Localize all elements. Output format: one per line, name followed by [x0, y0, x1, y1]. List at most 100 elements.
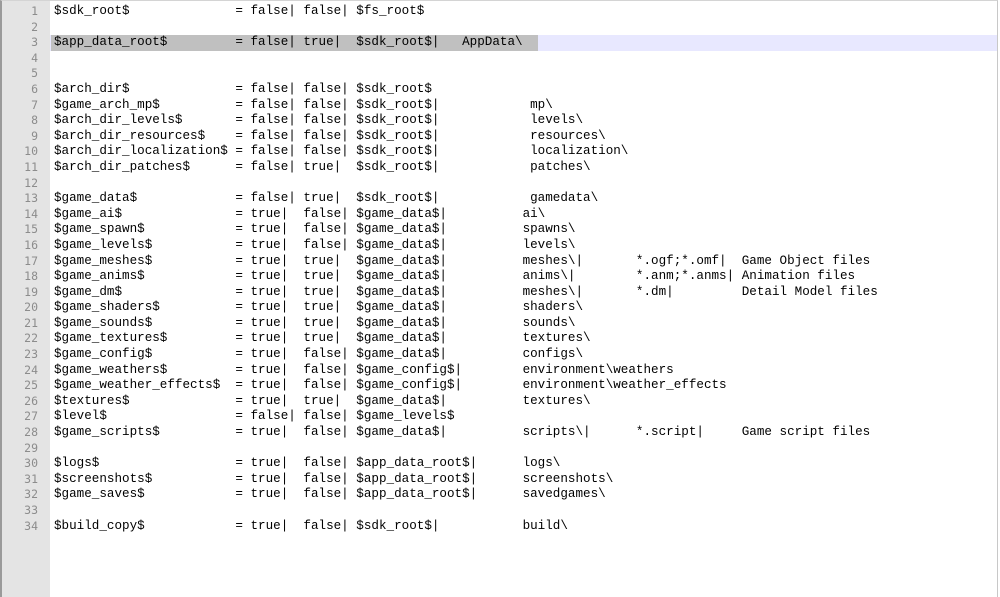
editor-line-33[interactable]: 33 [2, 503, 997, 519]
editor-line-26[interactable]: 26 $textures$ = true| true| $game_data$| … [2, 394, 997, 410]
line-number: 32 [24, 487, 38, 502]
line-text[interactable]: $game_levels$ = true| false| $game_data$… [54, 237, 576, 252]
line-text[interactable]: $sdk_root$ = false| false| $fs_root$ [54, 4, 425, 18]
line-number: 28 [24, 425, 38, 440]
line-number: 20 [24, 300, 38, 315]
line-text[interactable]: $game_config$ = true| false| $game_data$… [54, 347, 584, 362]
line-text[interactable]: $game_arch_mp$ = false| false| $sdk_root… [54, 97, 553, 112]
line-text[interactable]: $build_copy$ = true| false| $sdk_root$| … [54, 518, 568, 533]
editor-line-34[interactable]: 34 $build_copy$ = true| false| $sdk_root$… [2, 519, 997, 535]
editor-line-8[interactable]: 8 $arch_dir_levels$ = false| false| $sdk_… [2, 113, 997, 129]
line-text[interactable]: $game_textures$ = true| true| $game_data… [54, 331, 591, 346]
editor-line-7[interactable]: 7 $game_arch_mp$ = false| false| $sdk_roo… [2, 98, 997, 114]
editor-line-18[interactable]: 18 $game_anims$ = true| true| $game_data$… [2, 269, 997, 285]
editor-line-32[interactable]: 32 $game_saves$ = true| false| $app_data_… [2, 487, 997, 503]
editor-line-28[interactable]: 28 $game_scripts$ = true| false| $game_da… [2, 425, 997, 441]
editor-line-5[interactable]: 5 [2, 66, 997, 82]
editor-line-23[interactable]: 23 $game_config$ = true| false| $game_dat… [2, 347, 997, 363]
editor-line-10[interactable]: 10 $arch_dir_localization$ = false| false… [2, 144, 997, 160]
editor-line-12[interactable]: 12 [2, 176, 997, 192]
line-number: 14 [24, 206, 38, 221]
editor-line-31[interactable]: 31 $screenshots$ = true| false| $app_data… [2, 472, 997, 488]
line-number-gutter [2, 1, 50, 597]
line-number: 11 [24, 159, 38, 174]
line-text[interactable]: $textures$ = true| true| $game_data$| te… [54, 393, 591, 408]
editor-line-24[interactable]: 24 $game_weathers$ = true| false| $game_c… [2, 363, 997, 379]
line-text[interactable]: $game_weather_effects$ = true| false| $g… [54, 378, 727, 393]
editor-line-9[interactable]: 9 $arch_dir_resources$ = false| false| $s… [2, 129, 997, 145]
line-text[interactable]: $game_meshes$ = true| true| $game_data$|… [54, 253, 871, 268]
line-number: 27 [24, 409, 38, 424]
line-text[interactable]: $game_spawn$ = true| false| $game_data$|… [54, 222, 576, 237]
line-number: 1 [31, 4, 38, 18]
line-number: 25 [24, 378, 38, 393]
line-number: 19 [24, 284, 38, 299]
line-number: 15 [24, 222, 38, 237]
line-number: 9 [31, 128, 38, 143]
line-text[interactable]: $game_weathers$ = true| false| $game_con… [54, 362, 674, 377]
editor-line-20[interactable]: 20 $game_shaders$ = true| true| $game_dat… [2, 300, 997, 316]
editor-line-30[interactable]: 30 $logs$ = true| false| $app_data_root$|… [2, 456, 997, 472]
editor-line-17[interactable]: 17 $game_meshes$ = true| true| $game_data… [2, 254, 997, 270]
line-text[interactable]: $game_ai$ = true| false| $game_data$| ai… [54, 206, 546, 221]
editor-line-2[interactable]: 2 [2, 20, 997, 36]
line-text[interactable]: $game_dm$ = true| true| $game_data$| mes… [54, 284, 878, 299]
line-number: 2 [31, 19, 38, 34]
editor-lines: 1$sdk_root$ = false| false| $fs_root$ 2 … [2, 4, 997, 534]
line-text[interactable]: $logs$ = true| false| $app_data_root$| l… [54, 456, 561, 471]
line-number: 12 [24, 175, 38, 190]
line-number: 24 [24, 362, 38, 377]
line-number: 22 [24, 331, 38, 346]
line-number: 33 [24, 503, 38, 517]
line-text[interactable]: $game_saves$ = true| false| $app_data_ro… [54, 487, 606, 502]
line-number: 16 [24, 237, 38, 252]
line-number: 3 [31, 35, 38, 50]
editor-line-4[interactable]: 4 [2, 51, 997, 67]
line-text[interactable]: $app_data_root$ = false| true| $sdk_root… [54, 35, 523, 50]
line-text[interactable]: $game_data$ = false| true| $sdk_root$| g… [54, 191, 599, 206]
editor-line-21[interactable]: 21 $game_sounds$ = true| true| $game_data… [2, 316, 997, 332]
editor-line-19[interactable]: 19 $game_dm$ = true| true| $game_data$| m… [2, 285, 997, 301]
line-number: 23 [24, 347, 38, 362]
line-number: 30 [24, 456, 38, 471]
line-number: 10 [24, 144, 38, 159]
line-text[interactable]: $arch_dir_localization$ = false| false| … [54, 144, 629, 159]
line-number: 5 [31, 66, 38, 81]
line-number: 6 [31, 81, 38, 96]
editor-line-14[interactable]: 14 $game_ai$ = true| false| $game_data$| … [2, 207, 997, 223]
line-number: 4 [31, 50, 38, 65]
editor-line-6[interactable]: 6 $arch_dir$ = false| false| $sdk_root$ [2, 82, 997, 98]
editor-line-1[interactable]: 1 $sdk_root$ = false| false| $fs_root$ [2, 4, 997, 20]
editor-line-13[interactable]: 13 $game_data$ = false| true| $sdk_root$|… [2, 191, 997, 207]
line-number: 29 [24, 440, 38, 455]
editor-line-29[interactable]: 29 [2, 441, 997, 457]
editor-line-25[interactable]: 25 $game_weather_effects$ = true| false| … [2, 378, 997, 394]
line-number: 21 [24, 315, 38, 330]
line-text[interactable]: $game_shaders$ = true| true| $game_data$… [54, 300, 584, 315]
line-number: 34 [24, 518, 38, 533]
line-text[interactable]: $arch_dir_levels$ = false| false| $sdk_r… [54, 113, 584, 128]
line-number: 8 [31, 113, 38, 128]
line-number: 17 [24, 253, 38, 268]
editor-line-22[interactable]: 22 $game_textures$ = true| true| $game_da… [2, 331, 997, 347]
line-text[interactable]: $game_scripts$ = true| false| $game_data… [54, 425, 871, 440]
editor-line-16[interactable]: 16 $game_levels$ = true| false| $game_dat… [2, 238, 997, 254]
line-text[interactable]: $game_sounds$ = true| true| $game_data$|… [54, 315, 576, 330]
line-text[interactable]: $game_anims$ = true| true| $game_data$| … [54, 269, 856, 284]
line-number: 26 [24, 393, 38, 408]
editor-line-27[interactable]: 27 $level$ = false| false| $game_levels$ [2, 409, 997, 425]
editor-line-3-current[interactable]: 3 $app_data_root$ = false| true| $sdk_roo… [2, 35, 997, 51]
line-text[interactable]: $arch_dir_patches$ = false| true| $sdk_r… [54, 159, 591, 174]
line-text[interactable]: $arch_dir_resources$ = false| false| $sd… [54, 128, 606, 143]
line-number: 7 [31, 97, 38, 112]
text-selection [51, 35, 538, 51]
editor-line-11[interactable]: 11 $arch_dir_patches$ = false| true| $sdk… [2, 160, 997, 176]
line-text[interactable]: $level$ = false| false| $game_levels$ [54, 409, 455, 424]
line-number: 31 [24, 471, 38, 486]
line-number: 13 [24, 191, 38, 206]
editor-line-15[interactable]: 15 $game_spawn$ = true| false| $game_data… [2, 222, 997, 238]
line-text[interactable]: $arch_dir$ = false| false| $sdk_root$ [54, 81, 432, 96]
line-number: 18 [24, 269, 38, 284]
line-text[interactable]: $screenshots$ = true| false| $app_data_r… [54, 471, 614, 486]
